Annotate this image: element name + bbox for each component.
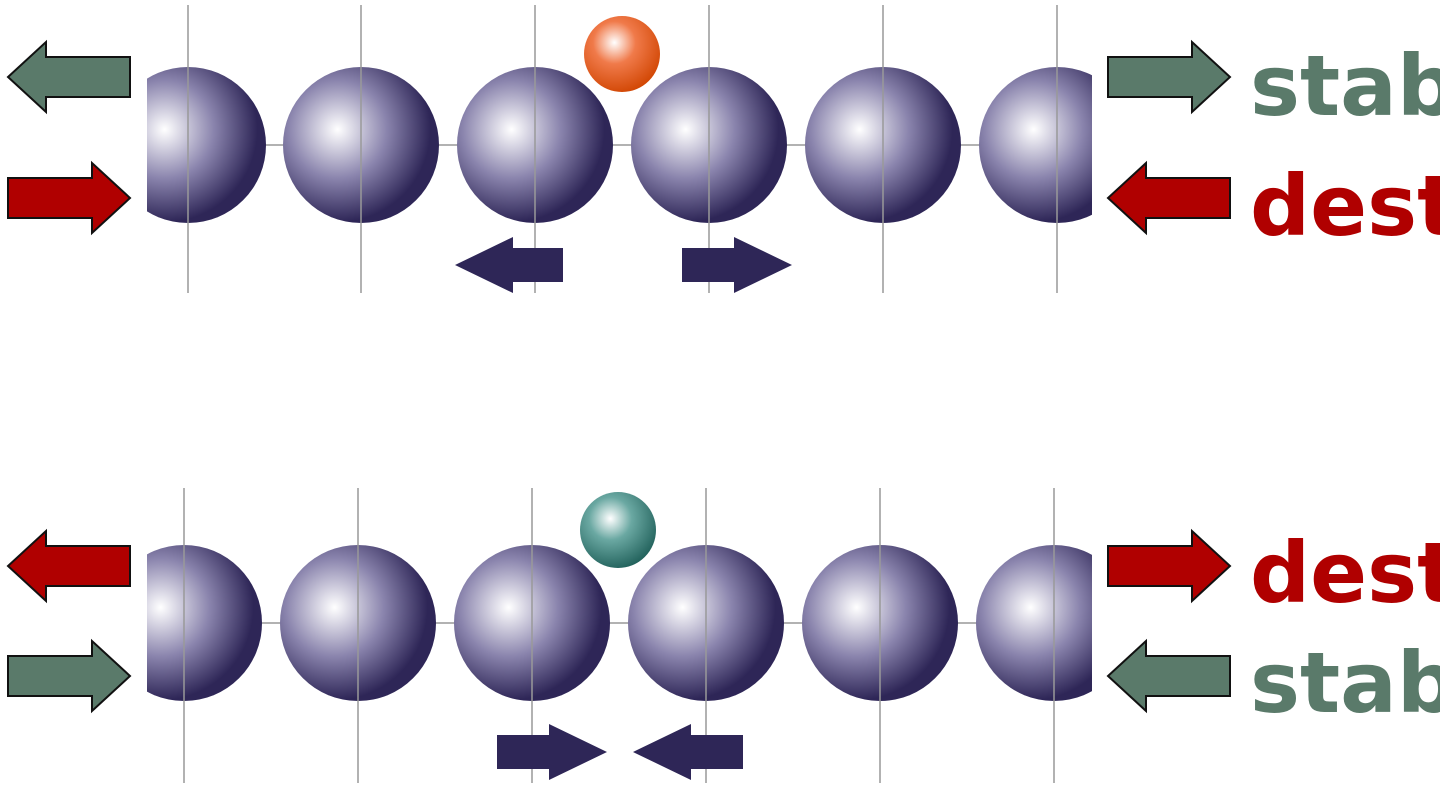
panel-bottom: dest stab	[6, 488, 1440, 783]
force-arrow-right	[1106, 160, 1231, 236]
atom-row	[147, 67, 1092, 223]
atom-row	[147, 545, 1092, 701]
effect-label: dest	[1250, 524, 1440, 622]
panel-top: stab dest	[6, 5, 1440, 293]
effect-label: stab	[1250, 634, 1440, 732]
force-arrow-right	[1107, 528, 1232, 604]
force-arrow-left	[7, 160, 132, 236]
impurity-atom	[580, 492, 656, 568]
atom	[976, 545, 1092, 701]
displacement-arrow	[633, 724, 743, 780]
impurity-atom	[584, 16, 660, 92]
force-arrow-left	[6, 528, 131, 604]
force-arrow-left	[6, 39, 131, 115]
displacement-arrow	[497, 724, 607, 780]
atom	[147, 545, 262, 701]
effect-label: stab	[1250, 37, 1440, 135]
displacement-arrow	[682, 237, 792, 293]
atom	[147, 67, 266, 223]
force-arrow-right	[1106, 638, 1231, 714]
displacement-arrow	[455, 237, 563, 293]
force-arrow-left	[7, 638, 132, 714]
atom	[979, 67, 1092, 223]
force-arrow-right	[1107, 39, 1232, 115]
effect-label: dest	[1250, 157, 1440, 255]
